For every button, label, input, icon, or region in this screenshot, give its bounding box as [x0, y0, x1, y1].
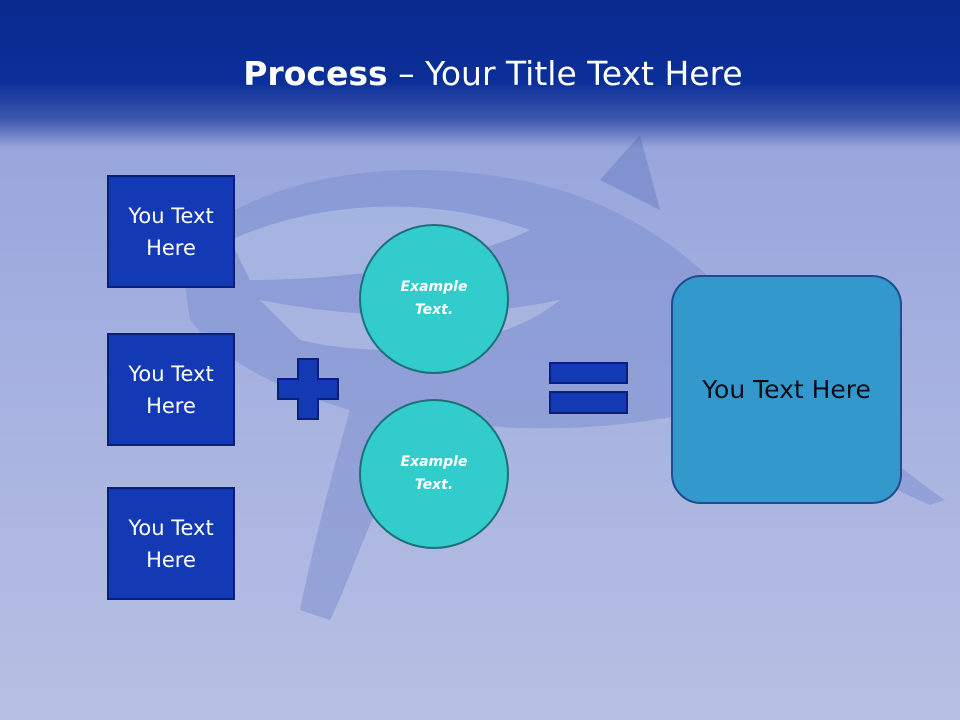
left-box-label: You Text Here [128, 515, 214, 572]
left-box-label: You Text Here [128, 203, 214, 260]
result-label: You Text Here [702, 375, 871, 404]
slide-title: Process – Your Title Text Here [0, 52, 960, 96]
circle-label: Example Text. [400, 279, 468, 318]
example-circle-1[interactable]: Example Text. [359, 224, 509, 374]
result-box[interactable]: You Text Here [671, 275, 902, 504]
example-circle-2[interactable]: Example Text. [359, 399, 509, 549]
circle-label: Example Text. [400, 454, 468, 493]
title-bar [0, 0, 960, 148]
title-rest: – Your Title Text Here [387, 54, 743, 93]
plus-icon [277, 358, 339, 420]
left-box-2[interactable]: You Text Here [107, 333, 235, 446]
left-box-label: You Text Here [128, 361, 214, 418]
left-box-1[interactable]: You Text Here [107, 175, 235, 288]
equals-icon [549, 362, 628, 414]
left-box-3[interactable]: You Text Here [107, 487, 235, 600]
title-bold: Process [243, 54, 388, 93]
